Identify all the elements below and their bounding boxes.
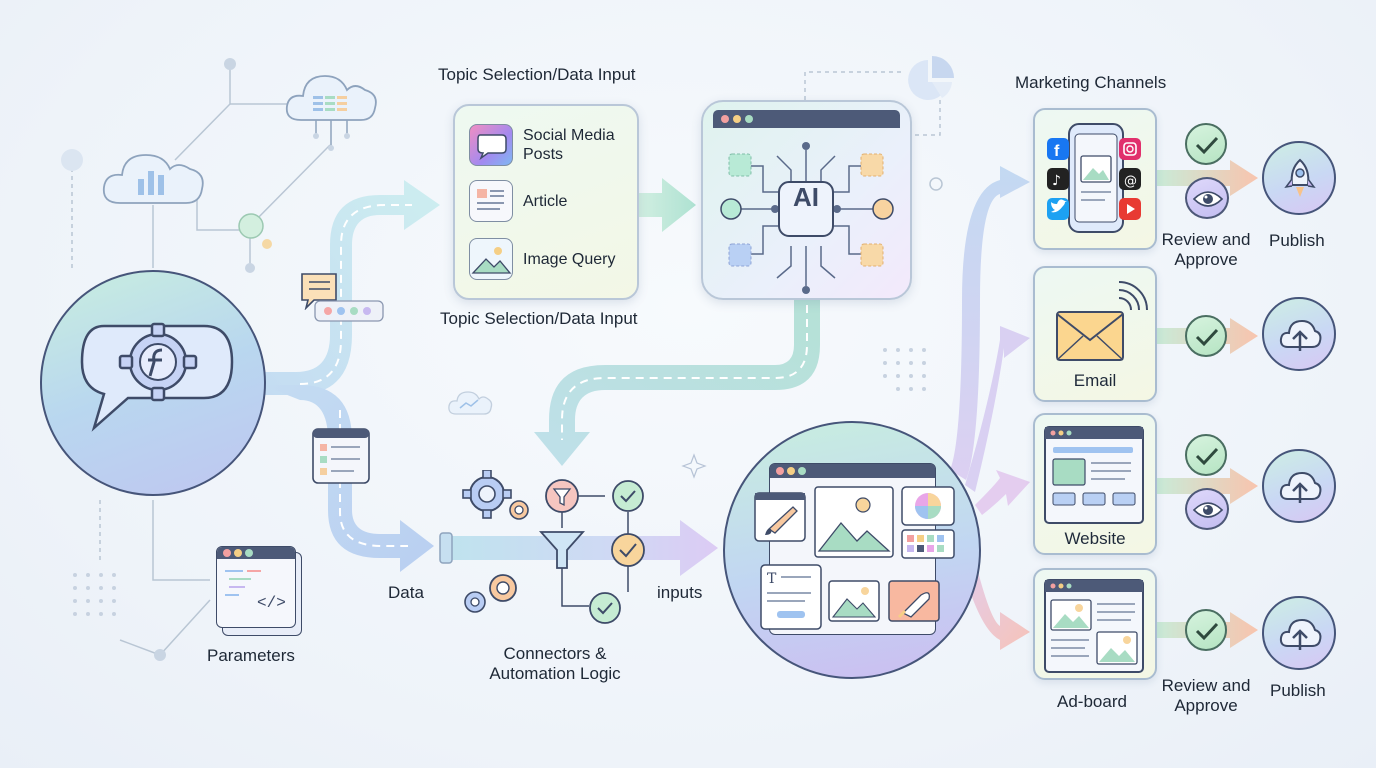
automation-hub[interactable] bbox=[40, 270, 266, 496]
ai-circuit-icon bbox=[720, 142, 894, 294]
svg-text:f: f bbox=[1054, 143, 1060, 160]
adboard-icon bbox=[1044, 579, 1144, 673]
note-icon bbox=[301, 273, 337, 310]
marketing-heading: Marketing Channels bbox=[1015, 73, 1167, 92]
topic-item-image[interactable]: Image Query bbox=[469, 238, 615, 280]
rocket-icon bbox=[1284, 158, 1316, 197]
topic-input-card[interactable]: Social Media Posts Article Image Query bbox=[453, 104, 639, 300]
channel-card-website[interactable]: Website bbox=[1033, 413, 1157, 555]
publish-button-adboard[interactable] bbox=[1262, 596, 1336, 670]
check-icon bbox=[1195, 136, 1219, 155]
publish-button-website[interactable] bbox=[1262, 449, 1336, 523]
webpage-icon bbox=[1044, 426, 1144, 524]
review-eye-social[interactable] bbox=[1185, 177, 1229, 219]
publish-bottom: Publish bbox=[1270, 681, 1326, 700]
connectors-label: Connectors & Automation Logic bbox=[489, 644, 621, 683]
publish-button-email[interactable] bbox=[1262, 297, 1336, 371]
approve-check-website[interactable] bbox=[1185, 434, 1227, 476]
approve-check-email[interactable] bbox=[1185, 315, 1227, 357]
channel-label: Website bbox=[1064, 529, 1126, 548]
review-approve-top: Review and Approve bbox=[1161, 230, 1251, 269]
connectors-logic-graphic bbox=[462, 470, 645, 624]
topic-item-label: Social Media Posts bbox=[523, 127, 615, 163]
channel-label: Email bbox=[1073, 371, 1117, 390]
cloud-upload-icon bbox=[1279, 618, 1322, 650]
article-icon bbox=[469, 180, 513, 222]
approve-check-social[interactable] bbox=[1185, 123, 1227, 165]
publish-button-social[interactable] bbox=[1262, 141, 1336, 215]
studio-contents: T bbox=[754, 486, 955, 630]
chat-bubble-icon bbox=[469, 124, 513, 166]
cloud-upload-icon bbox=[1279, 319, 1322, 351]
gear-chat-icon bbox=[80, 322, 234, 432]
topic-item-article[interactable]: Article bbox=[469, 180, 567, 222]
eye-icon bbox=[1192, 191, 1224, 207]
topic-item-label: Article bbox=[523, 192, 568, 210]
channel-card-social[interactable]: f ♪ @ bbox=[1033, 108, 1157, 250]
check-icon bbox=[1195, 328, 1219, 347]
pie-chart-icon bbox=[908, 56, 954, 100]
channel-label: Ad-board bbox=[1057, 692, 1127, 711]
phone-social-icon: f ♪ @ bbox=[1047, 123, 1141, 233]
publish-top: Publish bbox=[1269, 231, 1325, 250]
approve-check-adboard[interactable] bbox=[1185, 609, 1227, 651]
small-cloud-icon bbox=[448, 391, 493, 415]
ai-label: AI bbox=[793, 182, 819, 212]
topic-heading-bottom: Topic Selection/Data Input bbox=[440, 309, 638, 328]
image-icon bbox=[469, 238, 513, 280]
svg-text:</>: </> bbox=[257, 594, 286, 612]
color-dots-icon bbox=[314, 300, 384, 322]
check-icon bbox=[1195, 622, 1219, 641]
svg-text:@: @ bbox=[1124, 174, 1137, 189]
channel-card-email[interactable]: Email bbox=[1033, 266, 1157, 402]
envelope-icon bbox=[1056, 281, 1148, 361]
content-studio-hub[interactable]: T bbox=[723, 421, 981, 679]
svg-text:T: T bbox=[767, 571, 777, 587]
topic-item-social[interactable]: Social Media Posts bbox=[469, 124, 623, 166]
cloud-upload-icon bbox=[1279, 471, 1322, 503]
check-icon bbox=[1195, 447, 1219, 466]
topic-heading-top: Topic Selection/Data Input bbox=[438, 65, 636, 84]
parameters-label: Parameters bbox=[207, 646, 295, 665]
checklist-icon bbox=[312, 428, 370, 484]
cloud-server-icon bbox=[285, 75, 377, 151]
ai-processor-card[interactable]: AI bbox=[701, 100, 912, 300]
code-window-icon: </> bbox=[216, 546, 302, 636]
cloud-chart-icon bbox=[102, 154, 204, 204]
data-label: Data bbox=[388, 583, 424, 602]
inputs-label: inputs bbox=[657, 583, 703, 602]
channel-card-adboard[interactable] bbox=[1033, 568, 1157, 680]
window-title-bar bbox=[713, 110, 900, 128]
review-approve-bottom: Review and Approve bbox=[1161, 676, 1251, 715]
eye-icon bbox=[1192, 502, 1224, 518]
topic-item-label: Image Query bbox=[523, 250, 616, 268]
svg-text:♪: ♪ bbox=[1052, 173, 1061, 189]
review-eye-website[interactable] bbox=[1185, 488, 1229, 530]
